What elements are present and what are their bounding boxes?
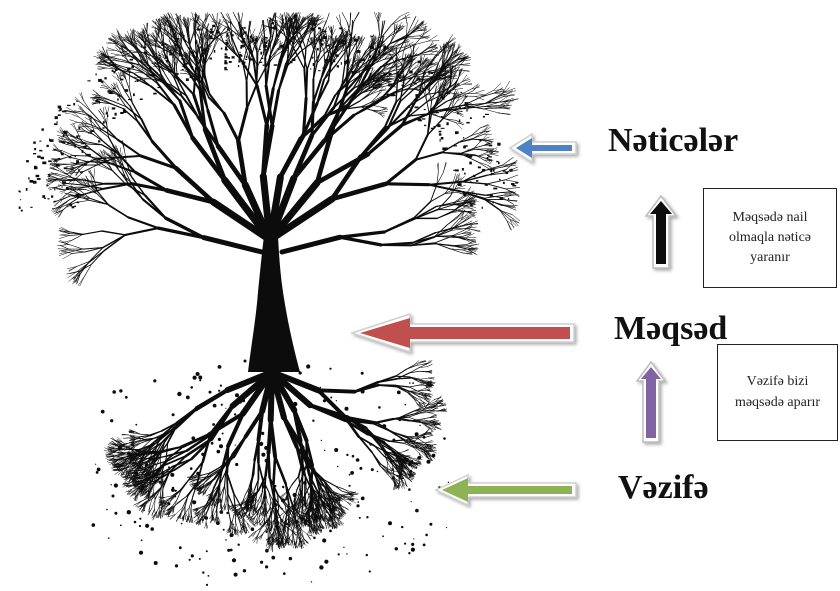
diagram-canvas: Nəticələr Məqsəd Vəzifə Məqsədə nail olm… (0, 0, 840, 591)
